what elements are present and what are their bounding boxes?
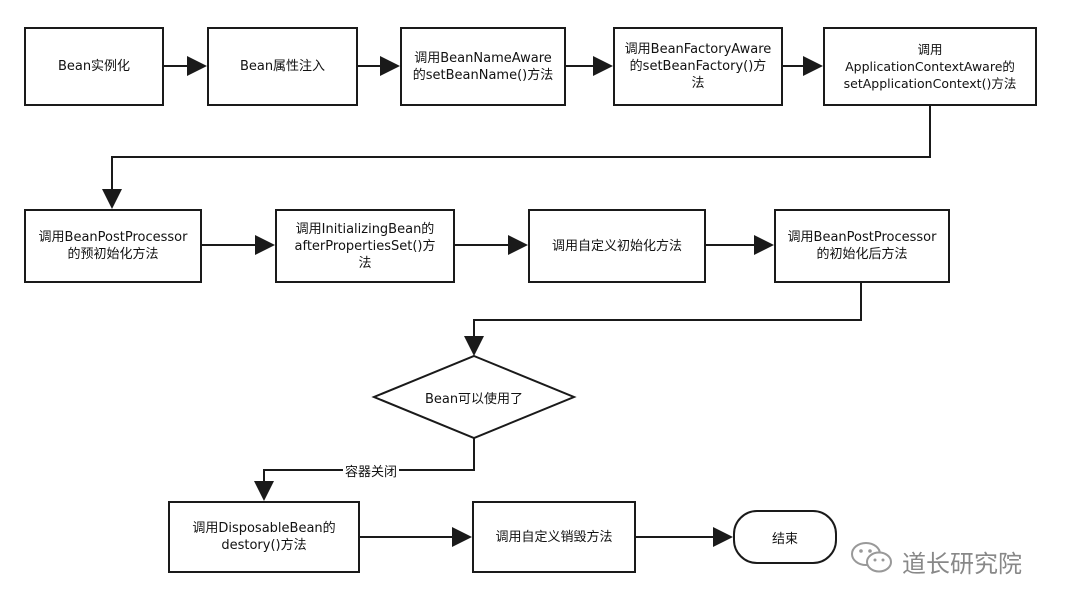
step-bean-name-aware: 调用BeanNameAware 的setBeanName()方法	[400, 27, 566, 106]
step-custom-destroy: 调用自定义销毁方法	[472, 501, 636, 573]
step-bean-instantiation: Bean实例化	[24, 27, 164, 106]
step-label: 调用InitializingBean的 afterPropertiesSet()…	[294, 221, 436, 271]
step-label: 调用自定义初始化方法	[551, 238, 682, 254]
end-terminal: 结束	[733, 510, 837, 564]
step-label: Bean属性注入	[239, 59, 326, 74]
watermark: 道长研究院	[850, 540, 1022, 582]
step-label: 调用 ApplicationContextAware的 setApplicati…	[843, 42, 1017, 91]
wechat-icon	[850, 540, 894, 582]
step-label: 调用BeanPostProcessor 的预初始化方法	[38, 230, 188, 262]
step-property-injection: Bean属性注入	[207, 27, 358, 106]
step-application-context-aware: 调用 ApplicationContextAware的 setApplicati…	[823, 27, 1037, 106]
arrow-s5-s6	[102, 106, 931, 209]
step-label: Bean实例化	[57, 59, 131, 74]
step-label: 调用BeanFactoryAware 的setBeanFactory()方 法	[624, 42, 772, 91]
container-close-label: 容器关闭	[343, 461, 400, 480]
decision-diamond	[371, 354, 577, 440]
step-disposable-bean: 调用DisposableBean的 destory()方法	[168, 501, 360, 573]
end-label: 结束	[771, 531, 798, 547]
step-label: 调用BeanPostProcessor 的初始化后方法	[787, 230, 937, 262]
step-initializing-bean: 调用InitializingBean的 afterPropertiesSet()…	[275, 209, 455, 283]
watermark-text: 道长研究院	[902, 549, 1022, 578]
step-custom-init: 调用自定义初始化方法	[528, 209, 706, 283]
step-label: 调用DisposableBean的 destory()方法	[192, 521, 336, 553]
arrow-s9-decision	[464, 283, 862, 356]
step-label: 调用自定义销毁方法	[495, 529, 613, 545]
step-bean-factory-aware: 调用BeanFactoryAware 的setBeanFactory()方 法	[613, 27, 783, 106]
step-label: 调用BeanNameAware 的setBeanName()方法	[412, 50, 554, 83]
decision-label: Bean可以使用了	[424, 392, 524, 407]
step-post-processor-before: 调用BeanPostProcessor 的预初始化方法	[24, 209, 202, 283]
step-post-processor-after: 调用BeanPostProcessor 的初始化后方法	[774, 209, 950, 283]
